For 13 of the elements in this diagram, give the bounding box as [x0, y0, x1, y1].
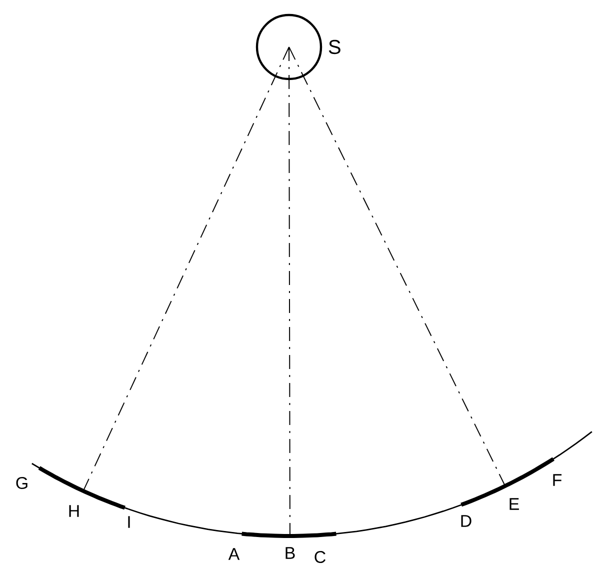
point-label: H [69, 505, 79, 517]
point-label: D [461, 515, 472, 527]
point-label: I [128, 516, 130, 528]
dashed-line [83, 46, 290, 491]
point-label: C [314, 550, 326, 564]
point-label: E [510, 498, 519, 510]
point-label: G [16, 476, 28, 490]
dashed-line [288, 46, 290, 534]
point-label: A [228, 548, 240, 560]
point-label: B [286, 547, 295, 559]
dashed-line [288, 46, 505, 485]
point-label: F [553, 474, 562, 486]
node-label: S [328, 40, 340, 54]
